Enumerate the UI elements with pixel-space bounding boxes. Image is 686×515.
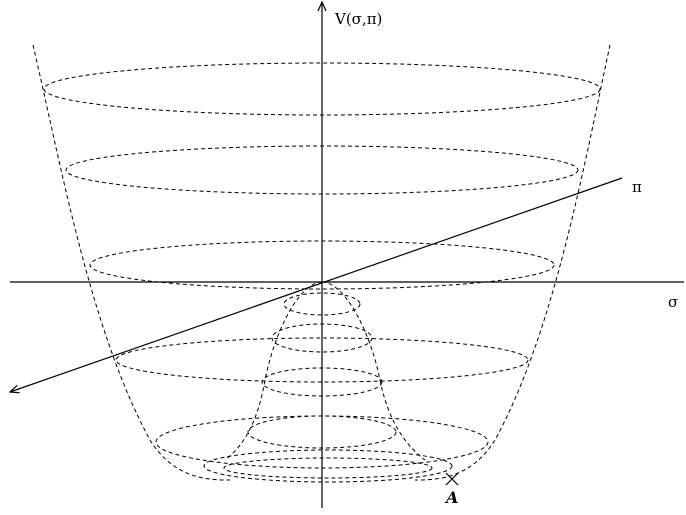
v-axis-label: V(σ,π) [334,10,382,28]
pi-axis-label: π [632,178,642,196]
bowl-right-wall [415,45,610,480]
bowl-contour-6 [204,450,452,482]
point-a-marker [446,473,458,485]
hump-right-wall [322,282,425,460]
point-a-label: A [444,488,458,507]
bowl-left-wall [33,45,230,480]
hump-left-wall [225,282,322,460]
sigma-axis-label: σ [668,293,678,311]
bowl-contour-7 [224,458,432,478]
